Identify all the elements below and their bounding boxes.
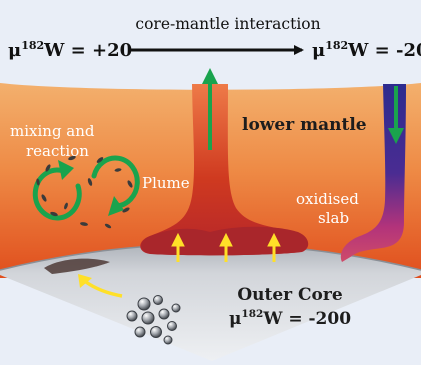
core-flux-arrows-icon — [171, 232, 281, 262]
plume-shape — [140, 84, 309, 256]
slab-downward-arrow-icon — [388, 86, 404, 144]
plume-upward-arrow-icon — [202, 68, 218, 150]
core-to-boundary-arrow-icon — [78, 274, 123, 298]
left-mu-value: μ182W = +20 — [8, 39, 132, 61]
slab-label-line2: slab — [318, 209, 349, 227]
outer-core-region — [0, 244, 421, 361]
lower-mantle-label: lower mantle — [242, 115, 367, 135]
metal-droplets-icon — [126, 295, 181, 345]
mixing-swirl-left-icon — [32, 160, 82, 221]
right-mu-value: μ182W = -20 — [312, 39, 421, 61]
mixing-label-line1: mixing and — [10, 122, 95, 140]
interaction-label: core-mantle interaction — [135, 15, 320, 33]
mixing-flecks — [36, 155, 133, 229]
plume-label: Plume — [142, 174, 190, 192]
mixing-swirl-right-icon — [91, 155, 140, 216]
mixing-label-line2: reaction — [26, 142, 89, 160]
slab-label-line1: oxidised — [296, 190, 359, 208]
outer-core-label: Outer Core — [237, 285, 343, 305]
dark-patch — [44, 258, 110, 274]
core-mu-value: μ182W = -200 — [229, 308, 351, 329]
